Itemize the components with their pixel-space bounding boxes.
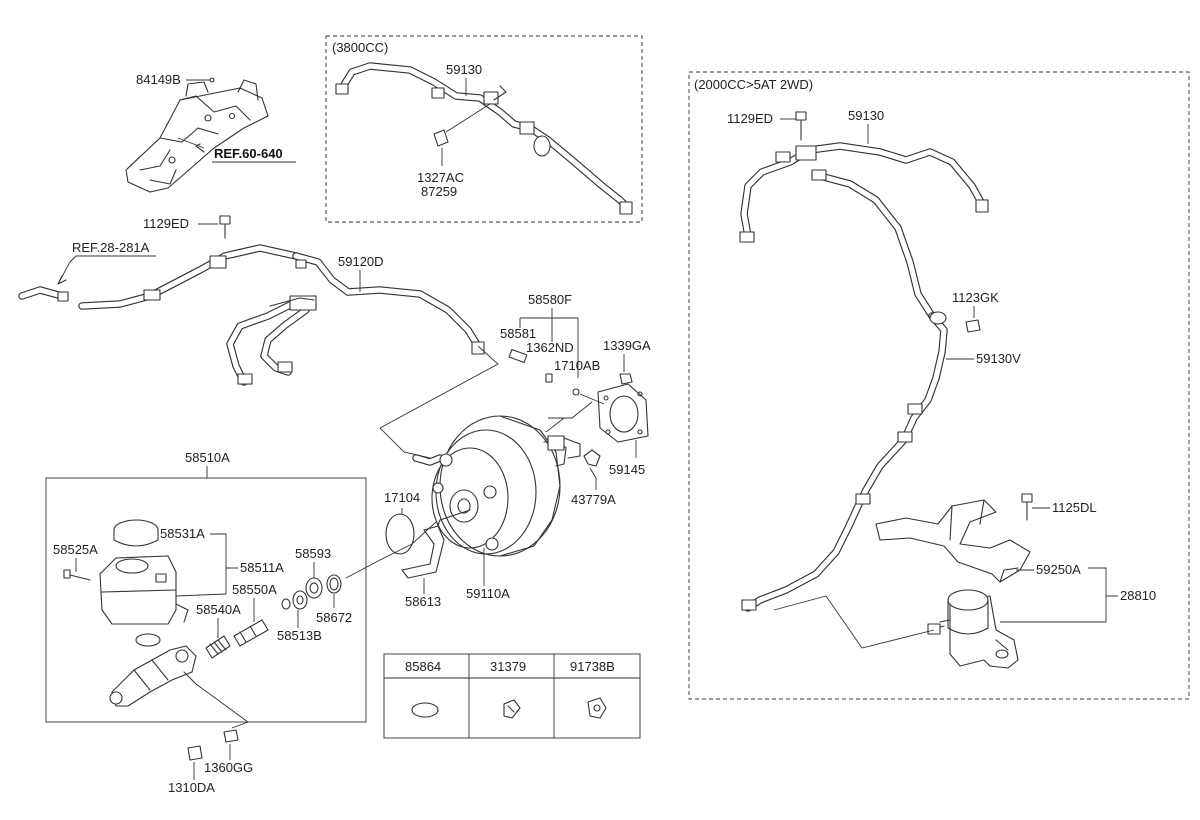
label-ref-60-640: REF.60-640 bbox=[214, 146, 283, 161]
brake-booster-59110a bbox=[431, 415, 581, 557]
legend-clip-31379 bbox=[503, 699, 521, 719]
nut-1339ga bbox=[619, 373, 633, 385]
label-59250a: 59250A bbox=[1036, 562, 1081, 577]
label-1362nd: 1362ND bbox=[526, 340, 574, 355]
pin-58581 bbox=[508, 348, 528, 364]
ring-58672 bbox=[326, 574, 342, 594]
bolt-1129ed-right bbox=[795, 111, 807, 141]
label-59110a: 59110A bbox=[466, 586, 510, 601]
legend-header-91738b: 91738B bbox=[570, 659, 615, 674]
label-59130-3800cc: 59130 bbox=[446, 62, 482, 77]
bolt-58525a bbox=[63, 569, 91, 581]
group-label-2000cc: (2000CC>5AT 2WD) bbox=[694, 77, 813, 92]
label-17104: 17104 bbox=[384, 490, 420, 505]
bracket-59250a bbox=[875, 499, 1031, 583]
piston-58550a bbox=[233, 619, 269, 647]
washer-58513b bbox=[292, 590, 308, 610]
label-59130-right: 59130 bbox=[848, 108, 884, 123]
bolt-1123gk bbox=[965, 319, 981, 333]
label-1710ab: 1710AB bbox=[554, 358, 600, 373]
legend-clip-91738b bbox=[587, 697, 607, 719]
vacuum-hose-59130-2000cc bbox=[739, 142, 989, 320]
legend-header-85864: 85864 bbox=[405, 659, 441, 674]
label-87259: 87259 bbox=[421, 184, 457, 199]
label-59130v: 59130V bbox=[976, 351, 1021, 366]
gasket-59145 bbox=[597, 383, 649, 443]
label-1129ed-right: 1129ED bbox=[727, 111, 773, 126]
label-1125dl: 1125DL bbox=[1052, 500, 1097, 515]
reservoir-58511a bbox=[99, 555, 189, 647]
reservoir-cap-58531a bbox=[113, 519, 159, 547]
seal-58593 bbox=[305, 577, 323, 599]
seal-17104 bbox=[385, 513, 415, 555]
nut-1310da bbox=[187, 745, 203, 761]
label-28810: 28810 bbox=[1120, 588, 1156, 603]
clip-1327ac bbox=[433, 129, 449, 147]
vacuum-hose-59120d bbox=[18, 244, 485, 386]
vacuum-pump-28810 bbox=[927, 589, 1019, 669]
label-58593: 58593 bbox=[295, 546, 331, 561]
label-1360gg: 1360GG bbox=[204, 760, 253, 775]
group-box-master-cylinder bbox=[45, 477, 367, 723]
label-1123gk: 1123GK bbox=[952, 290, 999, 305]
bracket-84149b bbox=[125, 79, 269, 193]
group-label-3800cc: (3800CC) bbox=[332, 40, 388, 55]
label-58531a: 58531A bbox=[160, 526, 205, 541]
bolt-1129ed-left bbox=[219, 215, 231, 239]
legend-table bbox=[383, 653, 641, 739]
label-1129ed-left: 1129ED bbox=[143, 216, 189, 231]
hose-connector-booster bbox=[412, 454, 444, 466]
vacuum-hose-59130v bbox=[741, 311, 948, 612]
label-ref-28-281a: REF.28-281A bbox=[72, 240, 150, 255]
bracket-58613 bbox=[401, 525, 445, 579]
label-43779a: 43779A bbox=[571, 492, 616, 507]
nut-1360gg bbox=[223, 729, 239, 743]
clevis-43779a bbox=[583, 449, 601, 467]
label-58525a: 58525A bbox=[53, 542, 98, 557]
label-58550a: 58550A bbox=[232, 582, 277, 597]
piston-58540a bbox=[205, 635, 231, 659]
master-cylinder-body bbox=[109, 645, 197, 707]
group-box-3800cc bbox=[325, 35, 643, 223]
label-58613: 58613 bbox=[405, 594, 441, 609]
label-58581: 58581 bbox=[500, 326, 536, 341]
label-1339ga: 1339GA bbox=[603, 338, 651, 353]
legend-plug-85864 bbox=[411, 702, 439, 718]
label-58540a: 58540A bbox=[196, 602, 241, 617]
legend-header-31379: 31379 bbox=[490, 659, 526, 674]
spacer-small bbox=[281, 598, 291, 610]
label-58672: 58672 bbox=[316, 610, 352, 625]
label-58580f: 58580F bbox=[528, 292, 572, 307]
label-59145: 59145 bbox=[609, 462, 645, 477]
label-1327ac: 1327AC bbox=[417, 170, 464, 185]
label-84149b: 84149B bbox=[136, 72, 181, 87]
vacuum-hose-59130-3800cc bbox=[335, 62, 633, 215]
group-box-2000cc bbox=[688, 71, 1190, 700]
label-58510a: 58510A bbox=[185, 450, 230, 465]
label-1310da: 1310DA bbox=[168, 780, 215, 795]
label-58511a: 58511A bbox=[240, 560, 284, 575]
bolt-1125dl bbox=[1021, 493, 1033, 521]
label-58513b: 58513B bbox=[277, 628, 322, 643]
pin-1710ab bbox=[572, 388, 580, 396]
label-59120d: 59120D bbox=[338, 254, 384, 269]
clip-1362nd bbox=[545, 373, 553, 383]
